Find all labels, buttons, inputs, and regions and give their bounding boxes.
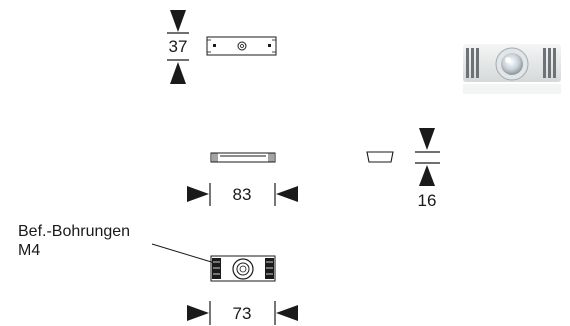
fixture-side-view: [210, 152, 276, 163]
arrow-down-icon: [419, 128, 435, 150]
dim-label-width-bottom: 73: [233, 304, 252, 323]
annotation-line-2: M4: [18, 242, 40, 259]
arrow-right-icon: [187, 186, 209, 202]
arrow-right-icon: [187, 305, 209, 321]
arrow-left-icon: [276, 305, 298, 321]
dim-label-height-top: 37: [169, 37, 188, 56]
arrow-left-icon: [276, 186, 298, 202]
fixture-end-view: [366, 151, 394, 163]
fixture-top-view: [206, 36, 277, 56]
dimension-width-side: 83: [187, 183, 298, 206]
arrow-down-icon: [170, 10, 186, 32]
dimension-width-bottom: 73: [187, 301, 298, 325]
arrow-up-icon: [419, 165, 435, 186]
product-image: [463, 44, 561, 94]
dim-label-height-end: 16: [418, 191, 437, 210]
dim-label-width-side: 83: [233, 185, 252, 204]
fixture-bottom-view: [210, 255, 276, 282]
annotation-line-1: Bef.-Bohrungen: [18, 223, 130, 240]
leader-line: [151, 243, 219, 265]
dimension-height-top: 37: [167, 10, 189, 84]
arrow-up-icon: [170, 62, 186, 84]
dimension-height-end: 16: [415, 128, 440, 210]
annotation-mounting-holes: Bef.-Bohrungen M4: [18, 223, 219, 265]
